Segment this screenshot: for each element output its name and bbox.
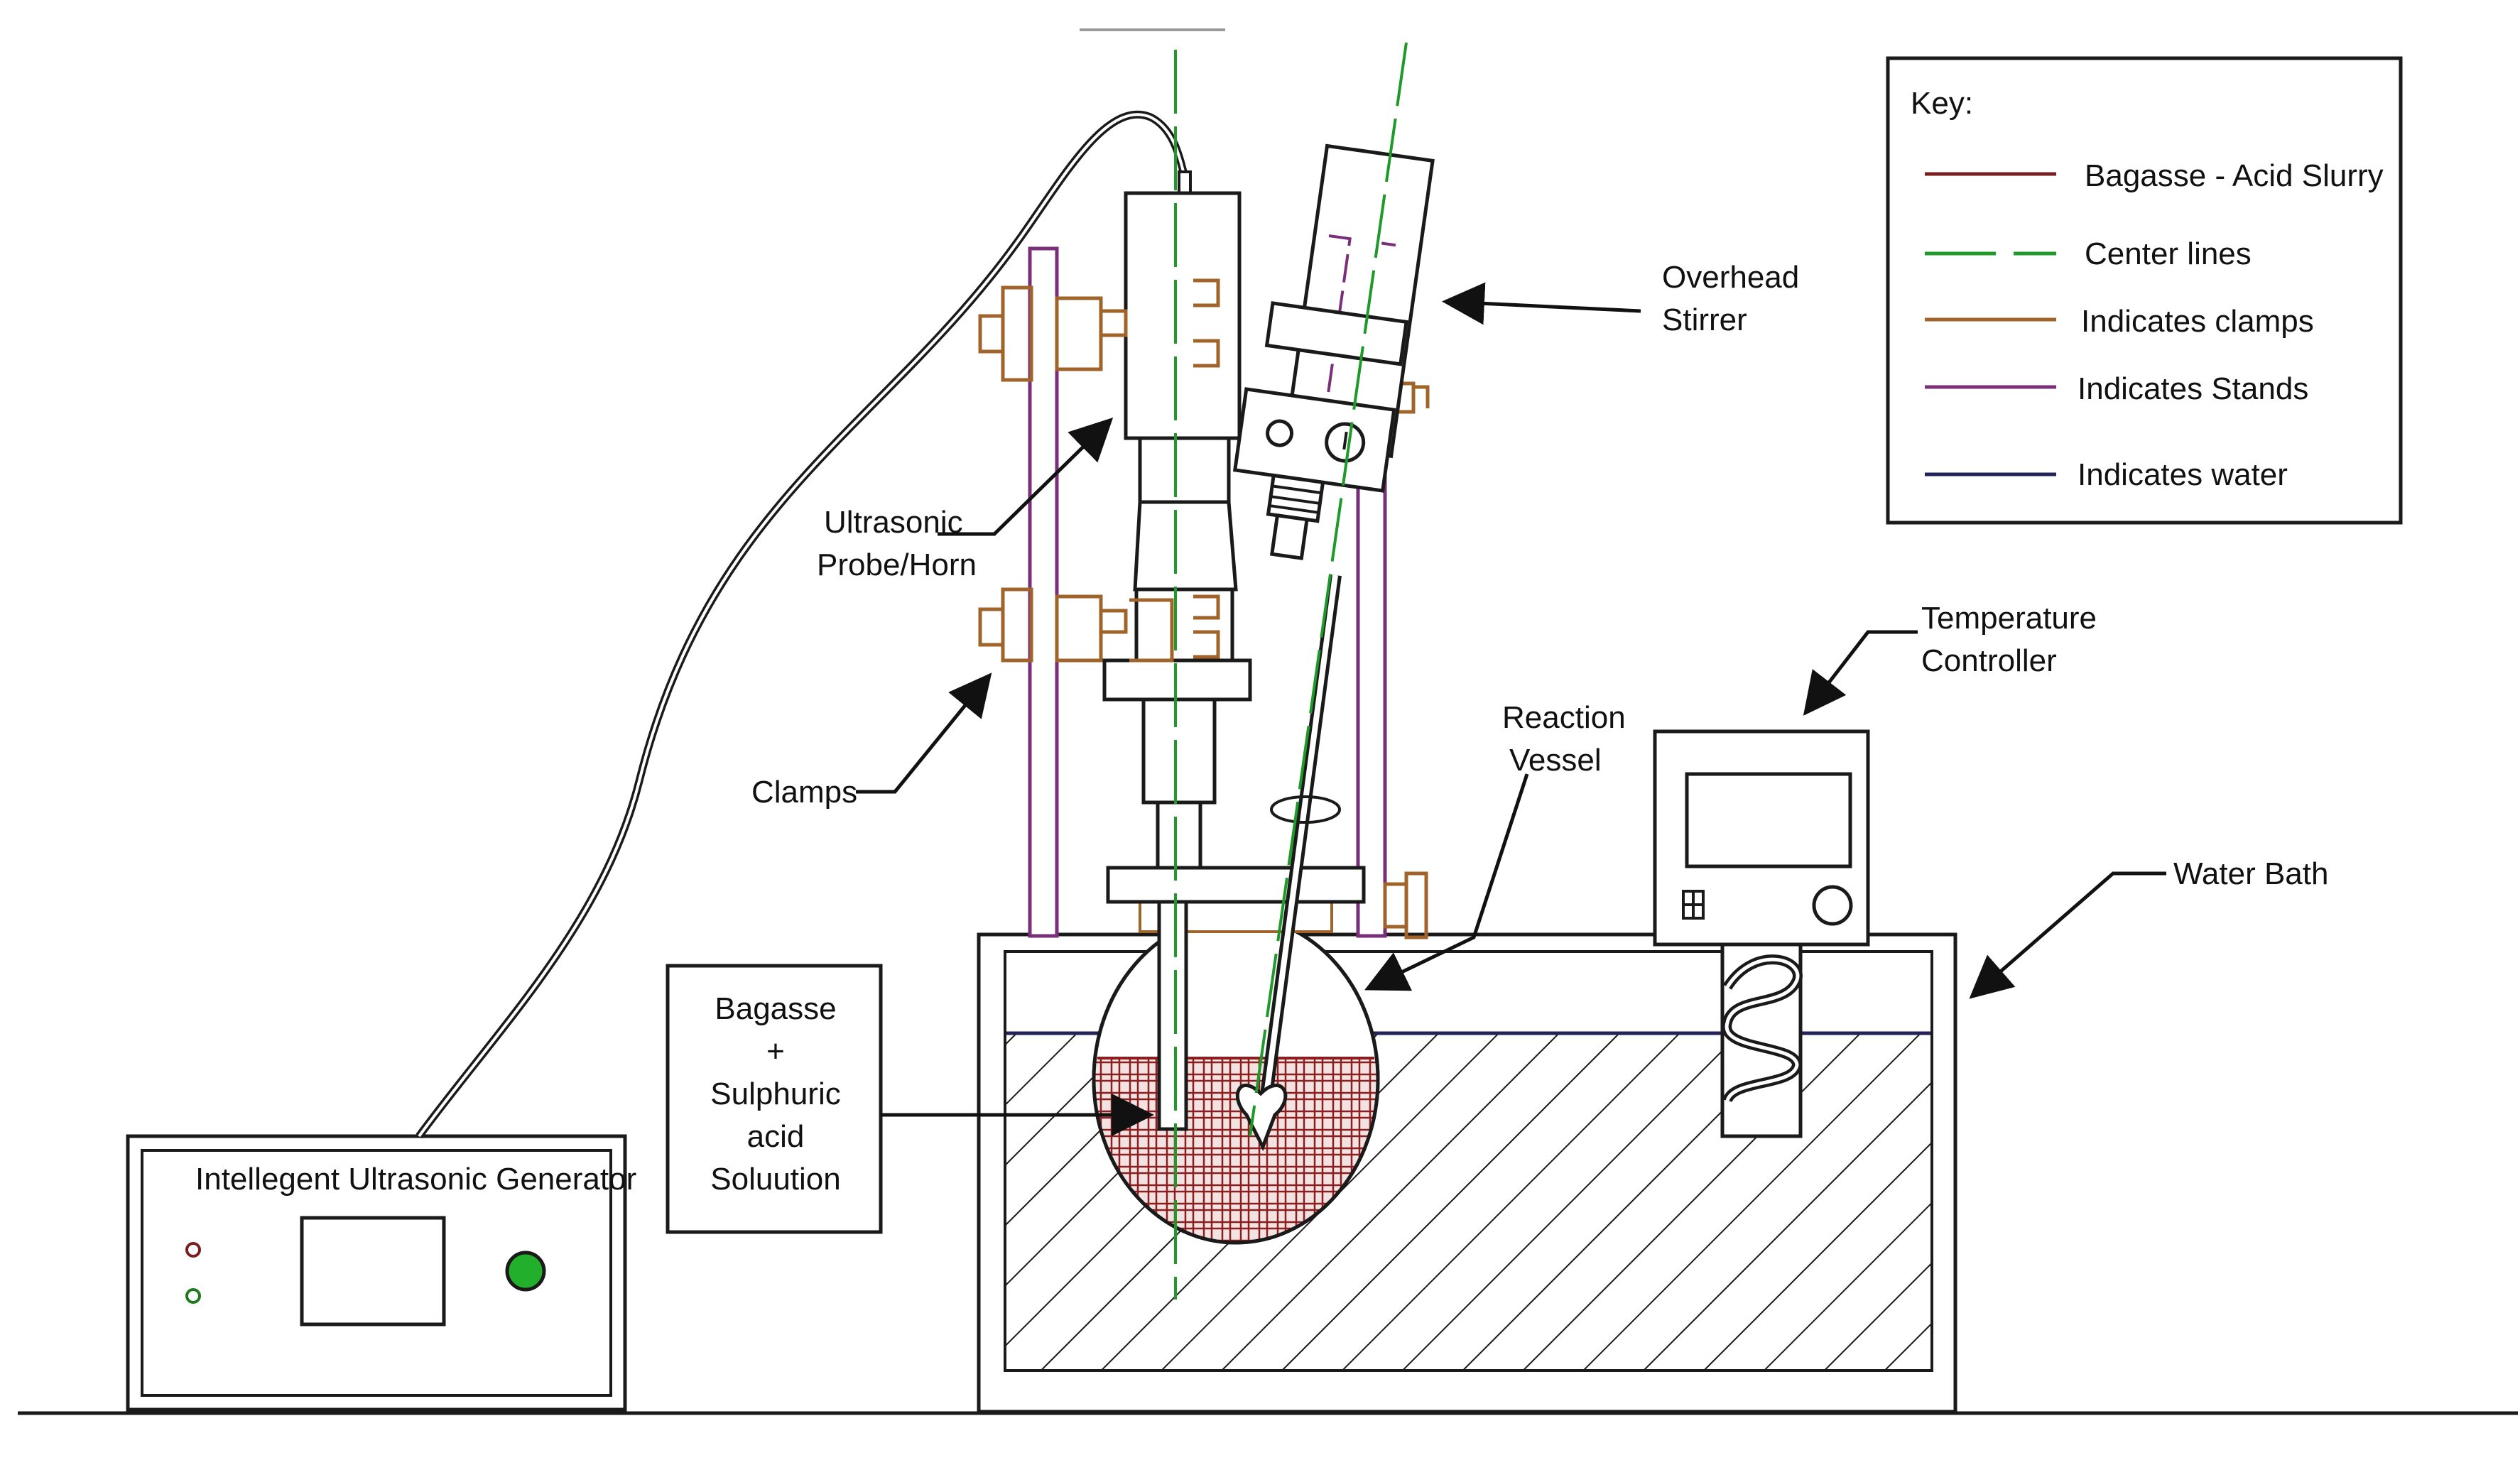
- label-overhead-stirrer-2: Stirrer: [1662, 303, 1747, 337]
- legend-label-clamps: Indicates clamps: [2081, 304, 2314, 339]
- legend-label-slurry: Bagasse - Acid Slurry: [2085, 158, 2384, 193]
- solution-label-line-2: +: [766, 1034, 785, 1069]
- label-ultrasonic-probe-2: Probe/Horn: [817, 548, 977, 582]
- controller-display: [1685, 772, 1852, 868]
- solution-label-line-3: Sulphuric: [710, 1077, 840, 1111]
- ultrasonic-generator: Intellegent Ultrasonic Generator: [126, 1134, 636, 1412]
- generator-display: [300, 1216, 446, 1326]
- solution-label-line-4: acid: [747, 1119, 805, 1154]
- legend-title: Key:: [1911, 86, 1973, 121]
- center-lines: [1174, 42, 1408, 1300]
- arrow-reaction-vessel: [1364, 773, 1529, 991]
- indicator-light-red: [185, 1242, 201, 1258]
- label-overhead-stirrer-1: Overhead: [1662, 260, 1799, 295]
- solution-label-line-1: Bagasse: [715, 991, 836, 1026]
- arrow-clamps: [856, 672, 992, 794]
- arrow-ultrasonic-probe: [938, 417, 1114, 536]
- annotation-arrows: [856, 282, 2166, 1136]
- label-water-bath: Water Bath: [2173, 856, 2328, 891]
- label-reaction-vessel-1: Reaction: [1502, 700, 1626, 735]
- label-reaction-vessel-2: Vessel: [1509, 743, 1602, 778]
- legend-label-stands: Indicates Stands: [2078, 371, 2308, 406]
- temperature-controller: [1653, 729, 1870, 1138]
- legend-label-center: Center lines: [2085, 236, 2252, 271]
- solution-label-line-5: Soluution: [710, 1162, 840, 1197]
- power-button[interactable]: [505, 1251, 546, 1292]
- generator-title: Intellegent Ultrasonic Generator: [195, 1162, 636, 1197]
- label-temperature-controller-1: Temperature: [1921, 601, 2097, 636]
- label-clamps: Clamps: [751, 775, 857, 810]
- label-temperature-controller-2: Controller: [1921, 643, 2057, 678]
- arrow-temperature-controller: [1803, 630, 1918, 716]
- indicator-light-green: [185, 1288, 201, 1304]
- arrow-water-bath: [1969, 871, 2166, 999]
- label-ultrasonic-probe-1: Ultrasonic: [824, 505, 963, 540]
- stand-left: [1028, 246, 1059, 938]
- legend-label-water: Indicates water: [2078, 457, 2288, 492]
- clamp-lower: [978, 587, 1220, 663]
- legend: Key: Bagasse - Acid Slurry Center lines …: [1886, 56, 2403, 525]
- arrow-overhead-stirrer: [1442, 282, 1641, 325]
- solution-label-box: Bagasse + Sulphuric acid Soluution: [666, 964, 883, 1234]
- clamp-vessel: [1383, 871, 1428, 939]
- overhead-stirrer: [1232, 143, 1435, 1152]
- clamp-upper: [978, 278, 1220, 382]
